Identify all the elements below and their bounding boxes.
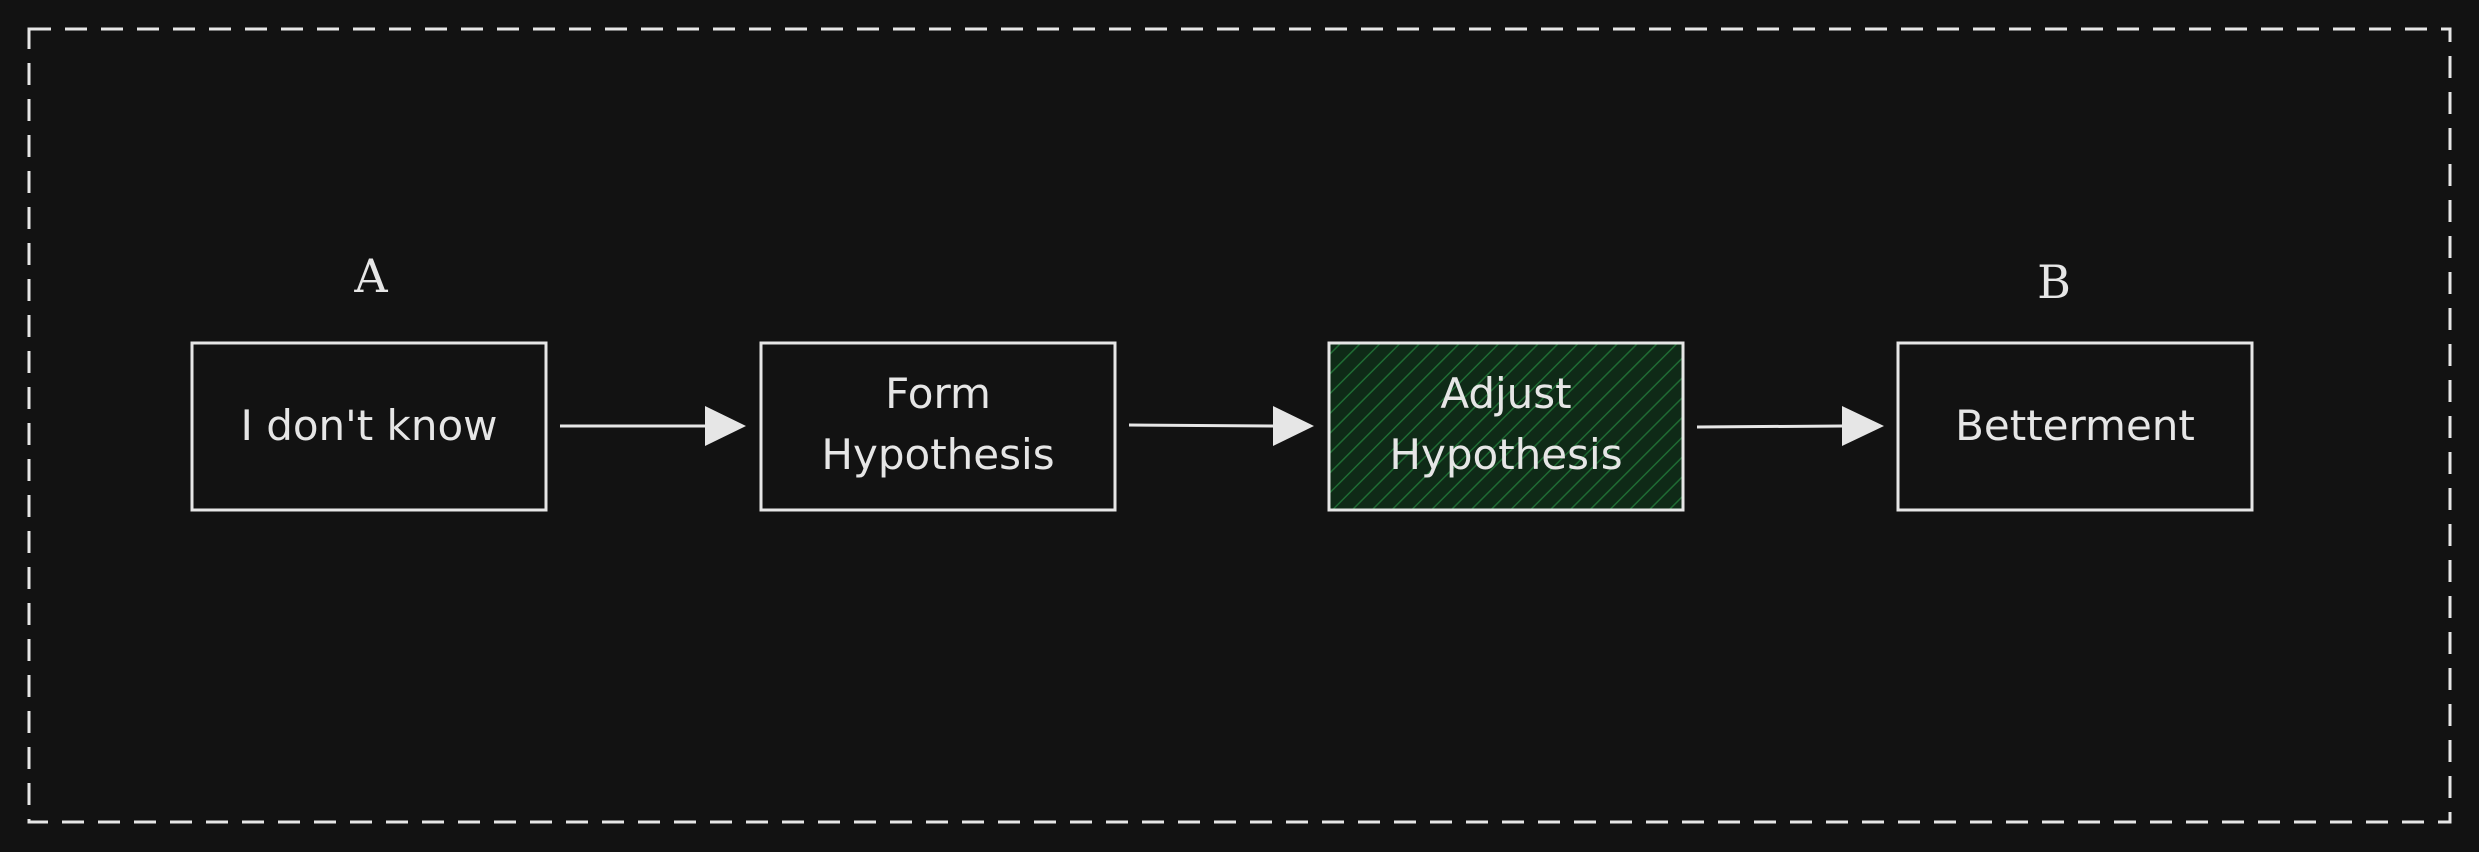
node-adjust-hypothesis-label-line2: Hypothesis: [1389, 430, 1622, 479]
node-betterment-box: [1896, 341, 2254, 512]
node-form-hypothesis-label-line1: Form: [885, 369, 991, 418]
node-dont-know: I don't know: [190, 341, 548, 512]
arrow-shaft: [1128, 423, 1274, 428]
node-form-hypothesis-label-line2: Hypothesis: [821, 430, 1054, 479]
arrowhead-icon: [1273, 406, 1314, 446]
node-form-hypothesis-box: [759, 341, 1117, 512]
marker-start-label: A: [353, 249, 388, 303]
node-adjust-hypothesis-box: [1327, 341, 1685, 512]
edge-adjust-to-betterment: [1696, 406, 1884, 446]
node-form-hypothesis: Form Hypothesis: [759, 341, 1117, 512]
marker-end-label: B: [2037, 255, 2071, 309]
arrow-shaft: [1696, 424, 1843, 429]
edge-dont-know-to-form: [560, 406, 746, 446]
arrowhead-icon: [1842, 406, 1884, 446]
edge-form-to-adjust: [1128, 406, 1314, 446]
node-adjust-hypothesis-label-line1: Adjust: [1440, 369, 1571, 418]
node-betterment: Betterment: [1896, 341, 2254, 512]
node-betterment-label: Betterment: [1955, 401, 2195, 450]
arrowhead-icon: [705, 406, 746, 446]
node-dont-know-box: [190, 341, 548, 512]
node-adjust-hypothesis: Adjust Hypothesis: [1327, 341, 1685, 512]
dashed-frame: [27, 27, 2452, 824]
node-dont-know-label: I don't know: [240, 401, 497, 450]
